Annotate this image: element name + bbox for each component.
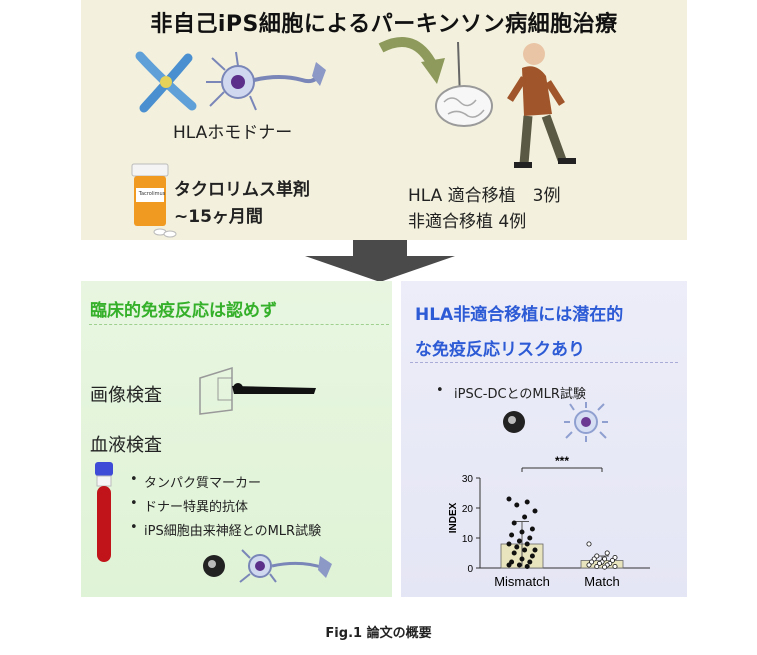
data-point: [522, 547, 528, 553]
data-point: [516, 562, 522, 568]
bottle-label: Tacrolimus: [138, 191, 166, 197]
blood-tube-icon: [95, 462, 113, 562]
drug-duration: ~15ヶ月間: [174, 207, 263, 227]
parkinson-patient-icon: [507, 43, 576, 168]
curved-arrow-icon: [378, 37, 445, 84]
data-point: [524, 499, 530, 505]
significance-label: ***: [555, 454, 569, 468]
hla-mismatch-count: 非適合移植 4例: [408, 212, 527, 232]
figure-title: 非自己iPS細胞によるパーキンソン病細胞治療: [150, 12, 618, 37]
hla-homo-donor-label: HLAホモドナー: [173, 123, 293, 143]
bullet-marker: •: [130, 520, 138, 535]
data-point: [516, 538, 522, 544]
hla-match-count: HLA 適合移植 3例: [408, 186, 561, 206]
data-point: [522, 514, 528, 520]
data-point: [519, 529, 525, 535]
y-tick-label: 20: [462, 504, 474, 515]
x-tick-label: Mismatch: [494, 574, 550, 589]
summary-top-panel: [81, 0, 687, 240]
data-point: [612, 564, 618, 570]
clinical-result-panel: [81, 281, 392, 597]
data-point: [532, 508, 538, 514]
data-point: [586, 562, 592, 568]
data-point: [527, 535, 533, 541]
data-point: [524, 564, 530, 570]
data-point: [511, 520, 517, 526]
data-point: [514, 502, 520, 508]
mlr-bullet: iPSC-DCとのMLR試験: [454, 387, 586, 402]
data-point: [506, 541, 512, 547]
data-point: [532, 547, 538, 553]
tacrolimus-bottle-icon: [131, 163, 177, 238]
data-point: [506, 562, 512, 568]
data-point: [602, 564, 608, 570]
brain-injection-icon: [435, 41, 493, 127]
scanner-icon: [199, 366, 316, 415]
down-arrow-icon: [305, 240, 455, 282]
right-heading-line1: HLA非適合移植には潜在的: [415, 305, 624, 325]
right-heading-divider: [410, 362, 678, 363]
bullet-marker: •: [130, 496, 138, 511]
data-point: [511, 550, 517, 556]
dc-cell-icon: [503, 402, 608, 442]
x-tick-label: Match: [584, 574, 619, 589]
blood-test-label: 血液検査: [90, 435, 162, 456]
imaging-label: 画像検査: [90, 385, 162, 406]
blood-bullet-2: ドナー特異的抗体: [144, 500, 249, 515]
data-point: [524, 541, 530, 547]
y-tick-label: 0: [467, 564, 473, 575]
data-point: [519, 556, 525, 562]
data-point: [594, 564, 600, 570]
left-heading: 臨床的免疫反応は認めず: [90, 301, 277, 321]
data-point: [506, 496, 512, 502]
data-point: [604, 550, 610, 556]
blood-bullet-1: タンパク質マーカー: [144, 476, 262, 491]
left-heading-divider: [89, 324, 389, 325]
neuron-icon: [206, 51, 326, 111]
cell-neuron-icon: [203, 549, 332, 583]
data-point: [514, 544, 520, 550]
right-heading-line2: な免疫反応リスクあり: [415, 340, 585, 360]
drug-name: タクロリムス単剤: [174, 180, 310, 200]
blood-bullet-3: iPS細胞由来神経とのMLR試験: [144, 524, 322, 539]
data-point: [586, 541, 592, 547]
risk-result-panel: [401, 281, 687, 597]
bullet-marker: •: [130, 472, 138, 487]
figure-caption: Fig.1 論文の概要: [325, 626, 432, 641]
chromosome-neuron-illustration: [135, 51, 326, 113]
y-axis-label: INDEX: [448, 502, 459, 533]
y-tick-label: 10: [462, 534, 474, 545]
y-tick-label: 30: [462, 474, 474, 485]
chromosome-icon: [135, 51, 197, 113]
bullet-marker: •: [436, 383, 444, 398]
data-point: [529, 526, 535, 532]
data-point: [509, 532, 515, 538]
data-point: [527, 559, 533, 565]
data-point: [529, 553, 535, 559]
